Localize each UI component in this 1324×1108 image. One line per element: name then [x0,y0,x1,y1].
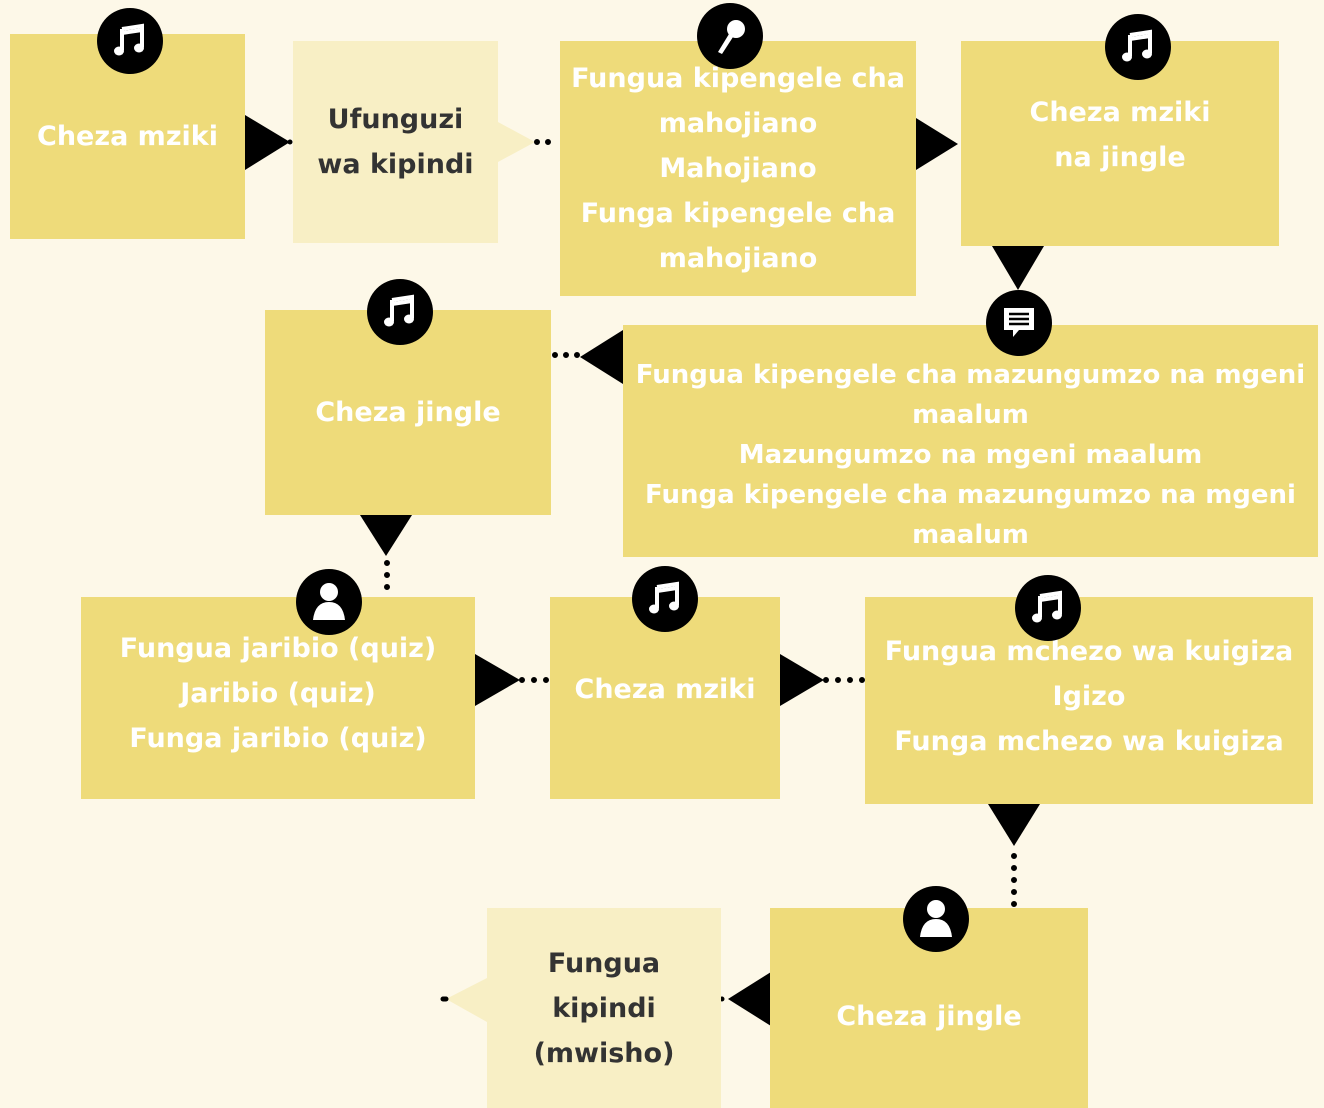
step-text: Mahojiano [659,153,817,184]
step-text: Fungua [547,947,661,979]
step-text: wa kipindi [317,149,474,180]
step-box: Fungua kipengele cha mahojiano Mahojiano… [560,41,916,296]
step-text: Fungua kipengele cha mazungumzo na mgeni [635,360,1306,390]
music-note-icon [367,279,433,345]
step-text: mahojiano [658,108,818,139]
step-text: Cheza mziki [1029,96,1211,128]
segment-box: Fungua kipindi (mwisho) [487,908,721,1108]
step-text: Funga mchezo wa kuigiza [894,726,1284,757]
arrow-down [360,515,412,556]
arrow-right [498,122,535,162]
music-note-icon [632,566,698,632]
arrow-right [245,115,290,170]
step-text: Funga jaribio (quiz) [129,722,427,754]
step-text: Mazungumzo na mgeni maalum [738,440,1203,470]
arrow-right [780,654,824,706]
arrow-down [992,246,1044,290]
step-box: Cheza jingle [265,310,551,515]
arrow-left [728,972,771,1026]
step-text: na jingle [1054,141,1186,173]
arrow-left [446,978,487,1022]
music-note-icon [1105,14,1171,80]
step-text: Funga kipengele cha mazungumzo na mgeni [645,480,1296,510]
step-box: Fungua kipengele cha mazungumzo na mgeni… [623,325,1318,557]
step-box: Cheza mziki na jingle [961,41,1279,246]
step-text: mahojiano [658,243,818,274]
step-text: maalum [912,400,1029,430]
step-box: Fungua jaribio (quiz) Jaribio (quiz) Fun… [81,597,475,799]
step-box: Fungua mchezo wa kuigiza Igizo Funga mch… [865,597,1313,804]
step-text: (mwisho) [533,1037,675,1069]
person-icon [296,569,362,635]
step-text: Cheza mziki [574,674,756,705]
microphone-icon [697,3,763,69]
arrow-right [475,654,520,706]
chat-bubble-icon [986,290,1052,356]
person-icon [903,886,969,952]
step-text: Cheza mziki [37,121,218,152]
step-text: kipindi [552,992,656,1024]
step-text: Jaribio (quiz) [180,677,376,709]
step-text: Fungua jaribio (quiz) [119,632,437,664]
step-text: Funga kipengele cha [580,198,896,229]
step-text: Igizo [1052,681,1126,712]
step-text: Ufunguzi [327,104,464,135]
arrow-down [988,804,1040,846]
music-note-icon [97,8,163,74]
step-text: maalum [912,520,1029,550]
step-text: Fungua kipengele cha [571,63,905,94]
step-text: Cheza jingle [836,1000,1022,1032]
arrow-right [916,118,958,170]
arrow-left [580,330,623,384]
segment-box: Ufunguzi wa kipindi [293,41,498,243]
step-text: Fungua mchezo wa kuigiza [884,636,1294,667]
music-note-icon [1015,575,1081,641]
step-text: Cheza jingle [315,397,501,428]
